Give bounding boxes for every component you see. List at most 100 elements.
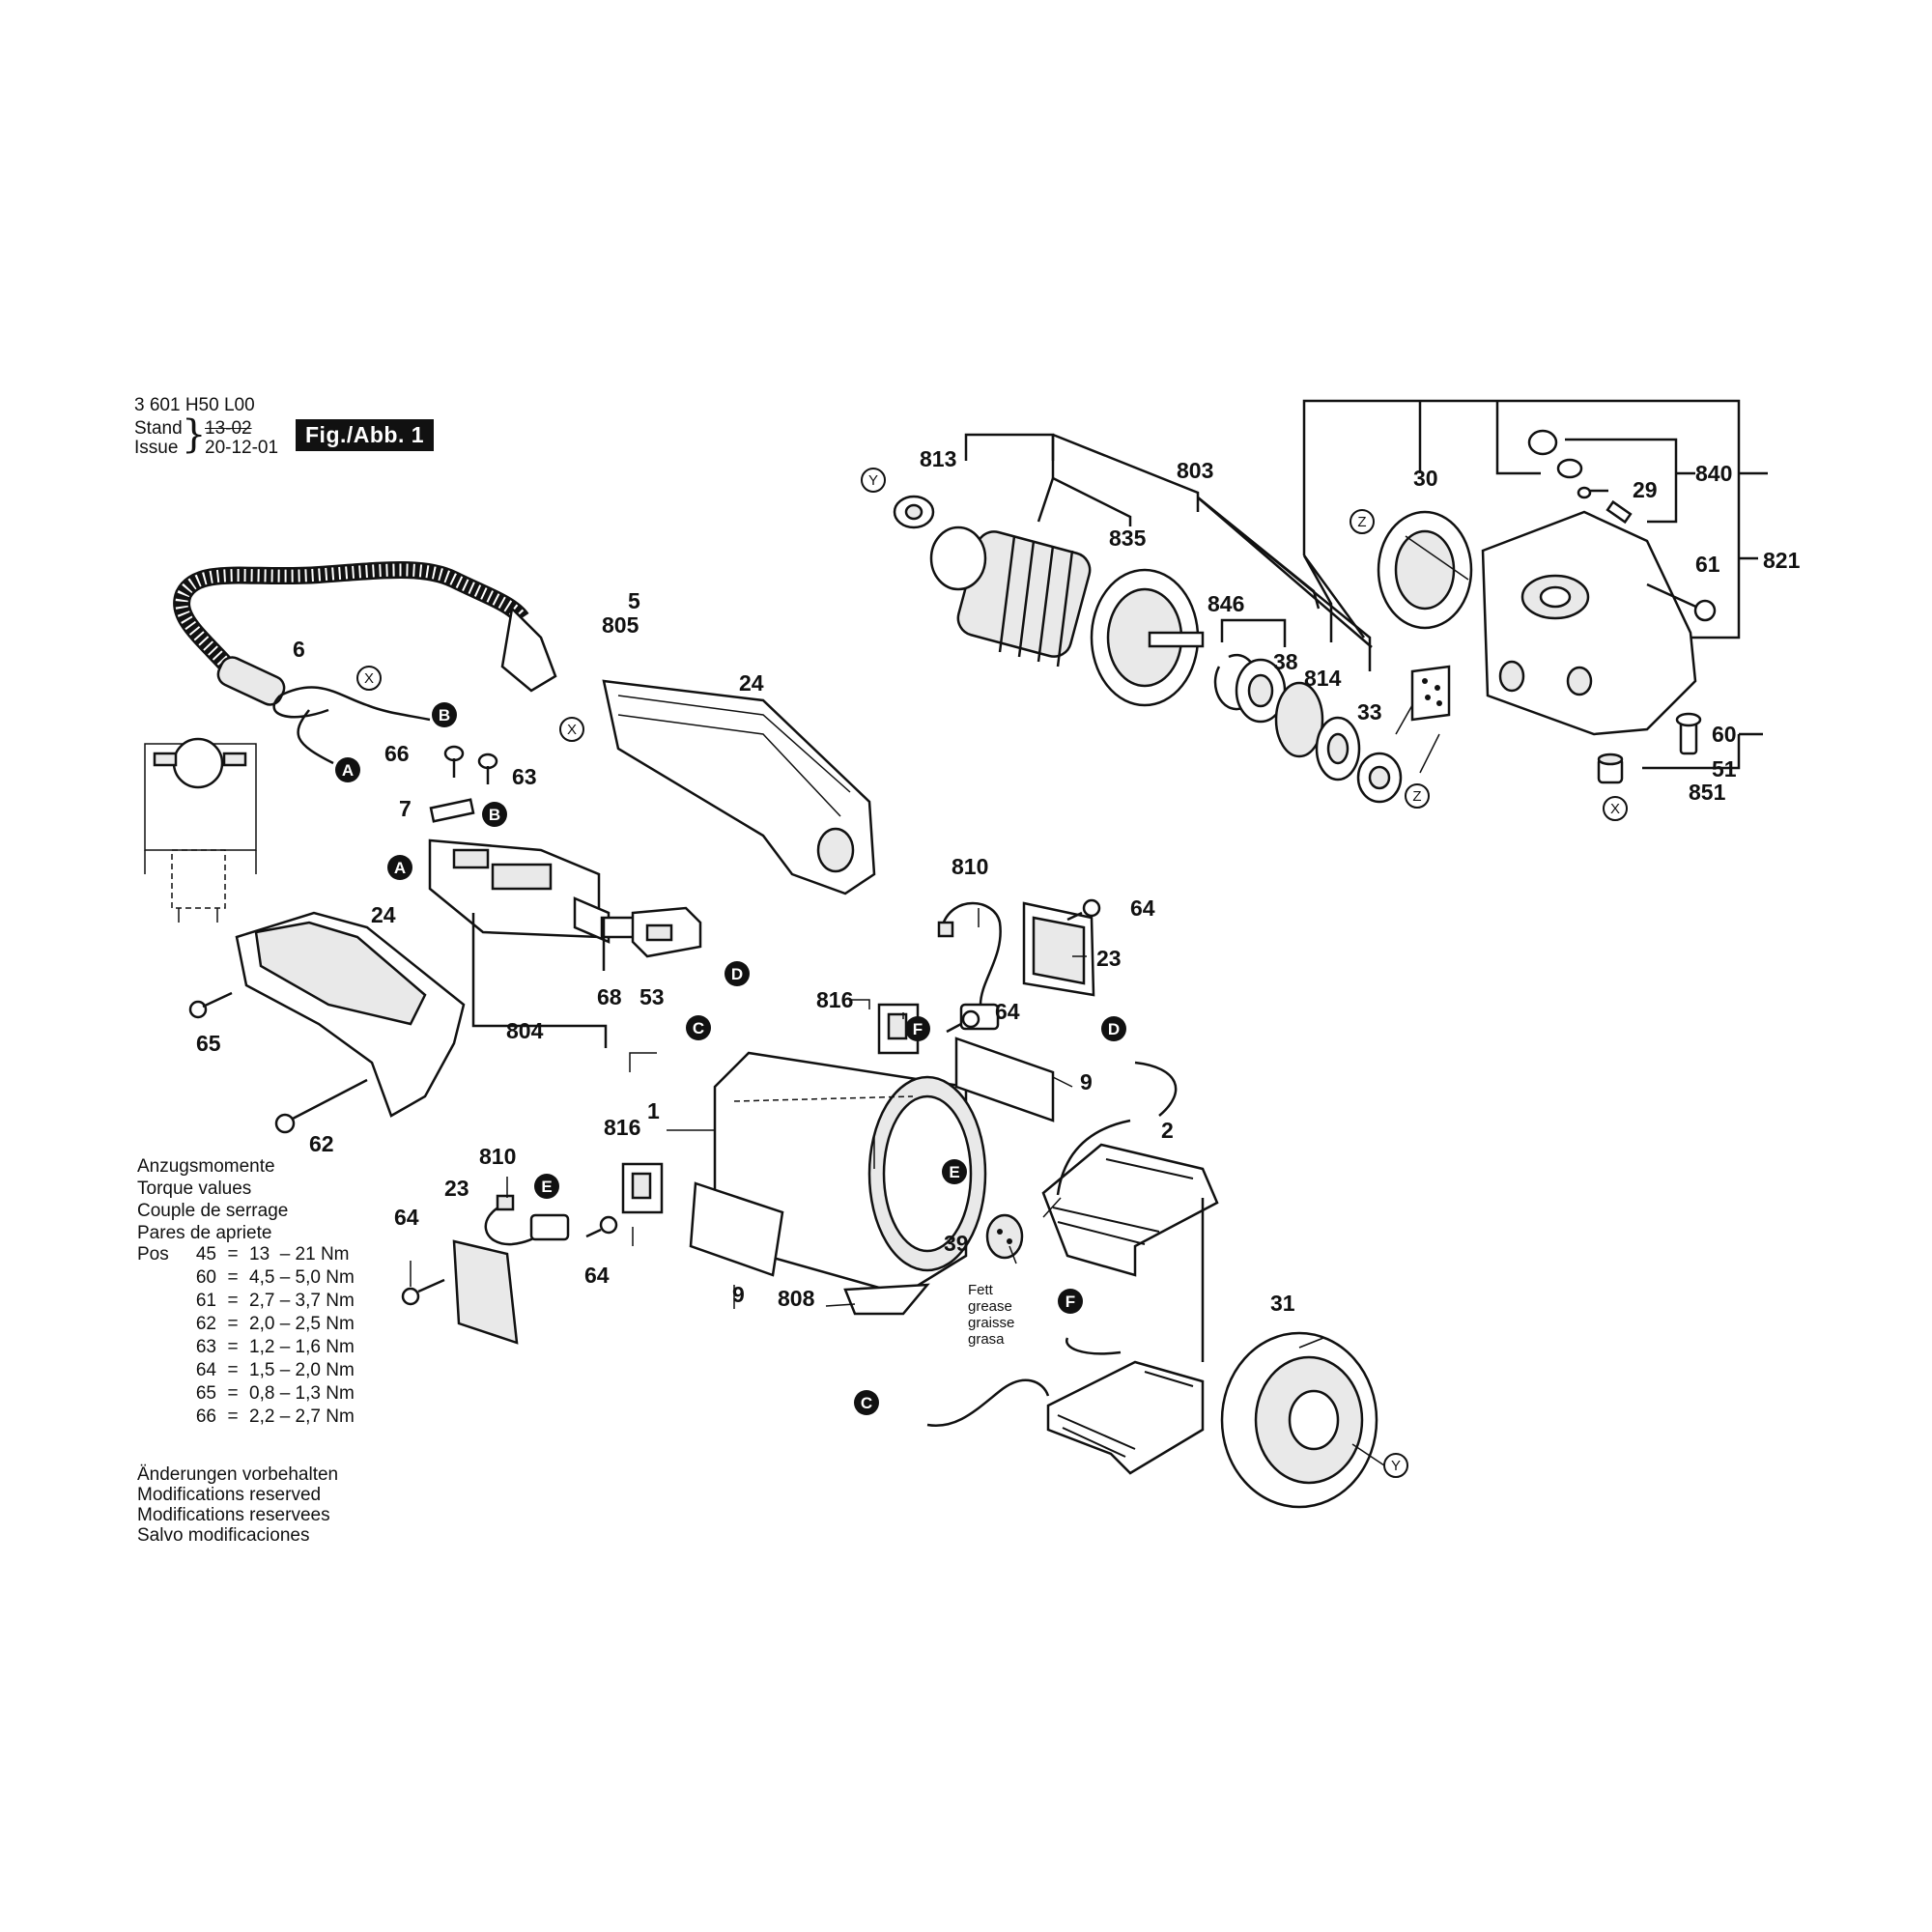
torque-table: Pos 45 = 13 – 21 Nm 60 = 4,5 – 5,0 Nm 61… [137,1243,355,1429]
end-cap-31 [1220,1331,1378,1509]
screw-66 [443,745,465,778]
svg-text:Y: Y [1391,1458,1401,1474]
connector-b-upper: B [432,702,457,727]
svg-text:C: C [693,1019,704,1037]
field-coil-lower [1046,1360,1205,1475]
svg-text:Y: Y [868,472,878,489]
gear-housing-821 [1481,510,1697,736]
label-29: 29 [1633,477,1658,502]
note-fr: Modifications reservees [137,1505,330,1525]
equals-sign: = [227,1244,239,1264]
label-2: 2 [1161,1118,1174,1143]
connector-e-upper: E [534,1174,559,1199]
label-63: 63 [512,764,537,789]
reference-x-nut: X [1603,796,1628,821]
label-5: 5 [628,588,640,613]
screw-64-b [946,1009,980,1034]
torque-title-es: Pares de apriete [137,1223,272,1243]
torque-pos: 64 [195,1360,216,1380]
bearing-39 [985,1213,1024,1260]
bevel-gear-30 [1377,510,1473,630]
reference-x-handle: X [559,717,584,742]
note-es: Salvo modificaciones [137,1525,310,1546]
grease-label-en: grease [968,1298,1012,1315]
wire-c [926,1378,1050,1428]
label-65: 65 [196,1031,221,1056]
label-64-d: 64 [584,1263,610,1288]
label-62: 62 [309,1131,334,1156]
clip-7 [429,798,475,823]
part-53 [631,906,702,958]
label-9-lower: 9 [732,1282,745,1307]
handle-half-lower [235,911,466,1118]
equals-sign: = [227,1314,239,1334]
svg-text:E: E [541,1178,552,1196]
svg-text:X: X [1610,801,1620,817]
label-68: 68 [597,984,622,1009]
reference-x-cord: X [356,666,382,691]
screw-60 [1675,712,1702,755]
part-68 [600,916,638,971]
grease-label-de: Fett [968,1282,994,1298]
label-60: 60 [1712,722,1737,747]
grease-label-fr: graisse [968,1315,1014,1331]
torque-pos: 65 [195,1383,216,1404]
document-number: 3 601 H50 L00 [134,395,255,415]
wire-f [1065,1337,1122,1355]
label-24-upper: 24 [739,670,764,696]
label-53: 53 [639,984,665,1009]
torque-pos: 61 [195,1291,216,1311]
label-64-a: 64 [1130,895,1155,921]
label-813: 813 [920,446,956,471]
connector-c-lower: C [854,1390,879,1415]
label-23-lower: 23 [444,1176,469,1201]
armature-windings [998,535,1074,668]
label-814: 814 [1304,666,1342,691]
torque-row: 64 = 1,5 – 2,0 Nm [137,1359,355,1382]
switch-assembly [428,838,611,944]
svg-text:Z: Z [1357,514,1366,530]
connector-d-lower: D [1101,1016,1126,1041]
equals-sign: = [227,1337,239,1357]
label-33: 33 [1357,699,1382,724]
connector-f-lower: F [1058,1289,1083,1314]
label-39: 39 [944,1231,969,1256]
connector-d-upper: D [724,961,750,986]
svg-text:F: F [913,1020,923,1038]
torque-pos: 63 [195,1337,216,1357]
torque-row: 66 = 2,2 – 2,7 Nm [137,1406,355,1429]
label-810-upper: 810 [952,854,988,879]
torque-title-de: Anzugsmomente [137,1156,275,1177]
grease-label-es: grasa [968,1331,1005,1348]
label-51: 51 [1712,756,1737,781]
wire-d [1056,1119,1131,1196]
torque-value: 4,5 – 5,0 Nm [249,1267,355,1288]
label-840: 840 [1695,461,1732,486]
cover-23-lower [452,1239,519,1345]
torque-row: Pos 45 = 13 – 21 Nm [137,1243,355,1266]
label-24-lower: 24 [371,902,396,927]
torque-value: 2,2 – 2,7 Nm [249,1406,355,1427]
torque-value: 1,5 – 2,0 Nm [249,1360,355,1380]
carbon-brush-810-lower [484,1194,570,1246]
label-6: 6 [293,637,305,662]
svg-text:Z: Z [1412,788,1421,805]
torque-row: 65 = 0,8 – 1,3 Nm [137,1382,355,1406]
equals-sign: = [227,1360,239,1380]
figure-badge: Fig./Abb. 1 [296,419,435,451]
label-64-b: 64 [995,999,1020,1024]
carbon-brush-810-upper [937,901,1002,1031]
stand-value: 13-02 [205,418,252,439]
label-9-upper: 9 [1080,1069,1093,1094]
label-803: 803 [1177,458,1213,483]
power-cord [173,561,557,765]
label-61: 61 [1695,552,1720,577]
torque-row: 60 = 4,5 – 5,0 Nm [137,1266,355,1290]
torque-value: 2,7 – 3,7 Nm [249,1291,355,1311]
label-23-upper: 23 [1096,946,1122,971]
screw-64-d [401,1278,445,1306]
stand-label: Stand [134,418,183,439]
wire-d-upper [1134,1061,1178,1117]
label-816-lower: 816 [604,1115,640,1140]
wiring-schematic [144,737,257,923]
